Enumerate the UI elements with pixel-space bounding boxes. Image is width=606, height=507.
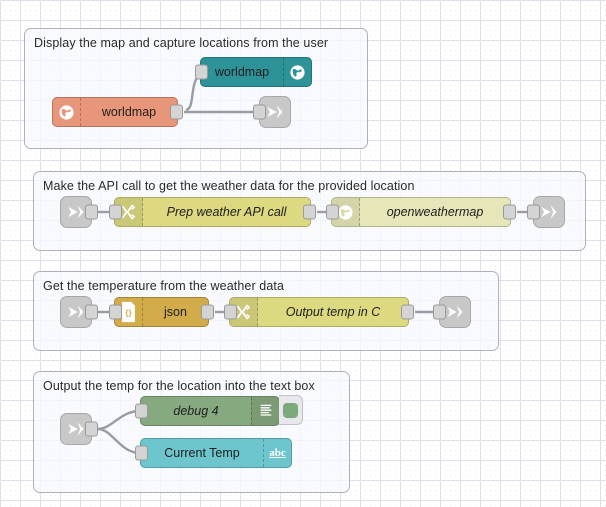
globe-icon bbox=[283, 58, 311, 86]
node-label: worldmap bbox=[101, 105, 157, 119]
debug-toggle-button[interactable] bbox=[279, 395, 303, 425]
node-output-port[interactable] bbox=[85, 304, 98, 320]
link-out-icon bbox=[267, 105, 283, 119]
node-output-port[interactable] bbox=[85, 204, 98, 220]
node-label: worldmap bbox=[214, 65, 270, 79]
group-label: Display the map and capture locations fr… bbox=[34, 36, 329, 50]
worldmap-input-node[interactable]: worldmap bbox=[52, 97, 183, 127]
node-output-port[interactable] bbox=[303, 204, 316, 220]
node-label: Output temp in C bbox=[285, 305, 381, 319]
link-out-icon bbox=[541, 205, 557, 219]
link-in-node-temp[interactable] bbox=[60, 296, 98, 328]
node-output-port[interactable] bbox=[503, 204, 516, 220]
ui-text-node-current-temp[interactable]: Current Temp abc bbox=[135, 438, 292, 468]
link-in-icon bbox=[68, 205, 84, 219]
node-label: json bbox=[164, 305, 187, 319]
link-in-node-api[interactable] bbox=[60, 196, 98, 228]
link-in-icon bbox=[68, 422, 84, 436]
group-label: Get the temperature from the weather dat… bbox=[43, 279, 285, 293]
node-output-port[interactable] bbox=[201, 304, 214, 320]
worldmap-output-node[interactable]: worldmap bbox=[195, 57, 312, 87]
group-display-map[interactable]: Display the map and capture locations fr… bbox=[24, 28, 368, 149]
link-out-icon bbox=[447, 305, 463, 319]
svg-text:{}: {} bbox=[125, 309, 132, 318]
debug-toggle-indicator bbox=[283, 402, 298, 418]
node-input-port[interactable] bbox=[527, 204, 540, 220]
link-out-node-map[interactable] bbox=[253, 96, 291, 128]
json-node[interactable]: {} json bbox=[109, 297, 214, 327]
node-input-port[interactable] bbox=[135, 445, 148, 461]
node-input-port[interactable] bbox=[195, 64, 208, 80]
link-in-icon bbox=[68, 305, 84, 319]
globe-icon bbox=[53, 98, 81, 126]
link-out-node-api[interactable] bbox=[527, 196, 565, 228]
node-input-port[interactable] bbox=[326, 204, 339, 220]
node-output-port[interactable] bbox=[85, 421, 98, 437]
node-input-port[interactable] bbox=[109, 204, 122, 220]
json-braces-icon: {} bbox=[115, 298, 143, 326]
node-output-port[interactable] bbox=[401, 304, 414, 320]
function-icon bbox=[230, 298, 258, 326]
globe-icon bbox=[332, 198, 360, 226]
node-input-port[interactable] bbox=[109, 304, 122, 320]
group-label: Make the API call to get the weather dat… bbox=[43, 179, 415, 193]
node-input-port[interactable] bbox=[253, 104, 266, 120]
function-node-output-temp[interactable]: Output temp in C bbox=[224, 297, 414, 327]
node-input-port[interactable] bbox=[433, 304, 446, 320]
node-label: openweathermap bbox=[386, 205, 484, 219]
node-label: Current Temp bbox=[164, 446, 240, 460]
node-input-port[interactable] bbox=[224, 304, 237, 320]
debug-lines-icon bbox=[251, 397, 279, 425]
node-label: Prep weather API call bbox=[166, 205, 287, 219]
link-in-node-output[interactable] bbox=[60, 413, 98, 445]
node-output-port[interactable] bbox=[170, 104, 183, 120]
node-input-port[interactable] bbox=[135, 403, 148, 419]
function-node-prep-weather[interactable]: Prep weather API call bbox=[109, 197, 316, 227]
abc-icon-text: abc bbox=[269, 447, 286, 459]
debug-node[interactable]: debug 4 bbox=[135, 395, 303, 426]
openweathermap-node[interactable]: openweathermap bbox=[326, 197, 516, 227]
abc-icon: abc bbox=[263, 439, 291, 467]
node-label: debug 4 bbox=[173, 404, 219, 418]
group-label: Output the temp for the location into th… bbox=[43, 379, 315, 393]
link-out-node-temp[interactable] bbox=[433, 296, 471, 328]
